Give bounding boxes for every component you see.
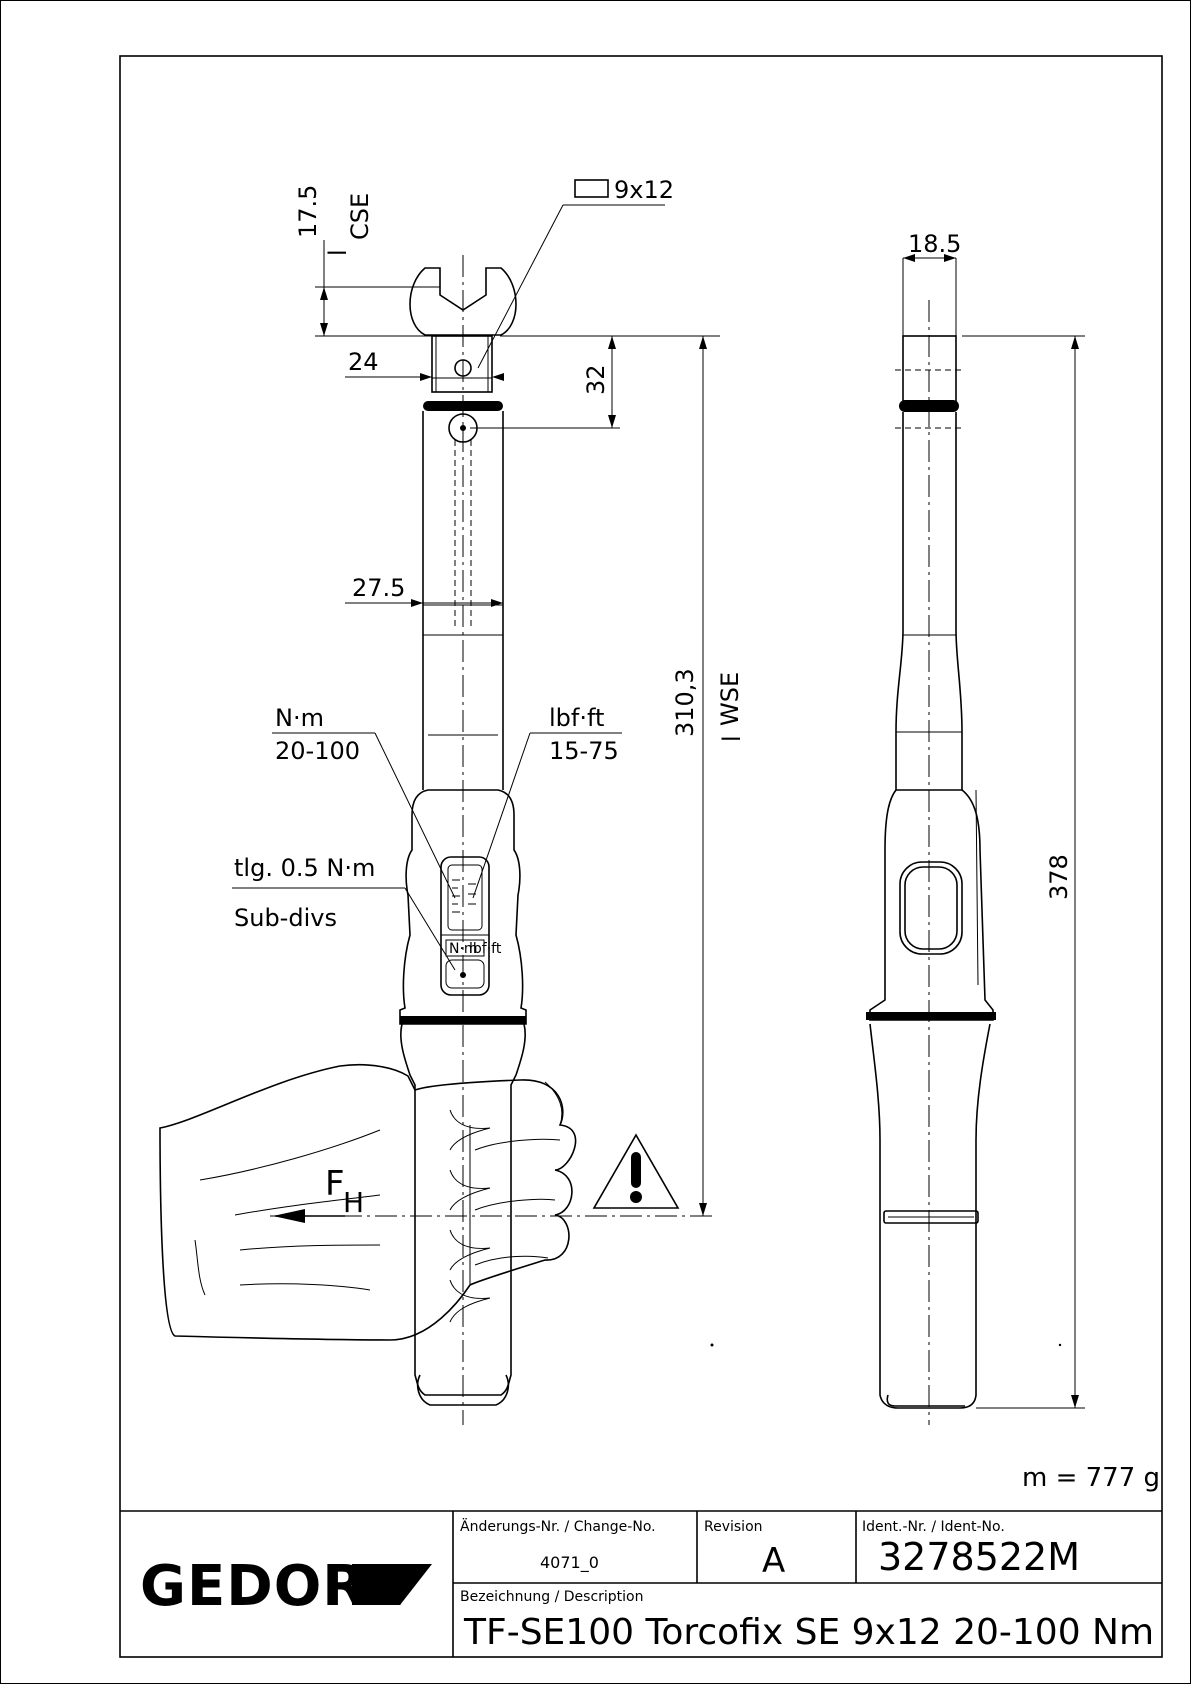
- title-block: GEDORE Änderungs-Nr. / Change-No. 4071_0…: [120, 1510, 1162, 1657]
- side-view-dimensions: 18.5 378: [902, 230, 1085, 1409]
- nm-range-label: 20-100: [275, 737, 360, 765]
- length-wse-dim: 310,3: [671, 668, 699, 737]
- side-length-dim: 378: [1045, 854, 1073, 900]
- lbf-unit-label: lbf·ft: [549, 704, 604, 732]
- l-wse-sub: WSE: [716, 672, 744, 726]
- window-unit-text: N·m: [449, 941, 478, 957]
- square-drive-dim: 9x12: [614, 176, 674, 204]
- lbf-range-label: 15-75: [549, 737, 619, 765]
- change-label: Änderungs-Nr. / Change-No.: [460, 1517, 656, 1535]
- tube-width-dim: 27.5: [352, 574, 405, 602]
- side-width-dim: 18.5: [908, 230, 961, 258]
- desc-value: TF-SE100 Torcofix SE 9x12 20-100 Nm: [463, 1612, 1154, 1653]
- force-subscript: H: [343, 1186, 364, 1219]
- head-width-dim: 24: [348, 348, 379, 376]
- l-cse-sub: CSE: [346, 193, 374, 240]
- hand-illustration: [159, 1063, 577, 1341]
- desc-label: Bezeichnung / Description: [460, 1589, 644, 1605]
- gedore-logo-mark: [352, 1564, 432, 1605]
- ident-value: 3278522M: [878, 1535, 1080, 1579]
- front-view-dimensions: 9x12 17.5 l CSE 24 32 27.5 310,3: [294, 176, 746, 1216]
- scale-ticks: [452, 879, 476, 913]
- warning-icon: [592, 1133, 680, 1209]
- mass-label: m = 777 g: [1022, 1463, 1160, 1493]
- subdiv-label: tlg. 0.5 N·m: [234, 854, 375, 882]
- l-wse-symbol: l: [718, 735, 746, 742]
- wrench-side-view: [710, 300, 1062, 1425]
- window-unit-alt-text: lbf·ft: [469, 941, 502, 957]
- change-value: 4071_0: [540, 1553, 599, 1573]
- collar: [423, 401, 503, 411]
- force-label: F: [325, 1164, 345, 1204]
- nm-unit-label: N·m: [275, 704, 324, 732]
- subdiv-en-label: Sub-divs: [234, 904, 337, 932]
- force-arrow: F H: [270, 1164, 715, 1223]
- drawing-frame: [119, 55, 1163, 1658]
- head-pivot-dim: 32: [582, 364, 610, 395]
- jaw-dim: 17.5: [294, 185, 322, 238]
- l-cse-symbol: l: [324, 249, 352, 256]
- revision-value: A: [762, 1541, 785, 1581]
- revision-label: Revision: [704, 1519, 763, 1535]
- scale-labels: N·m 20-100 lbf·ft 15-75 tlg. 0.5 N·m Sub…: [232, 704, 622, 971]
- ident-label: Ident.-Nr. / Ident-No.: [862, 1519, 1005, 1535]
- wrench-front-view: N·m lbf·ft: [399, 255, 527, 1425]
